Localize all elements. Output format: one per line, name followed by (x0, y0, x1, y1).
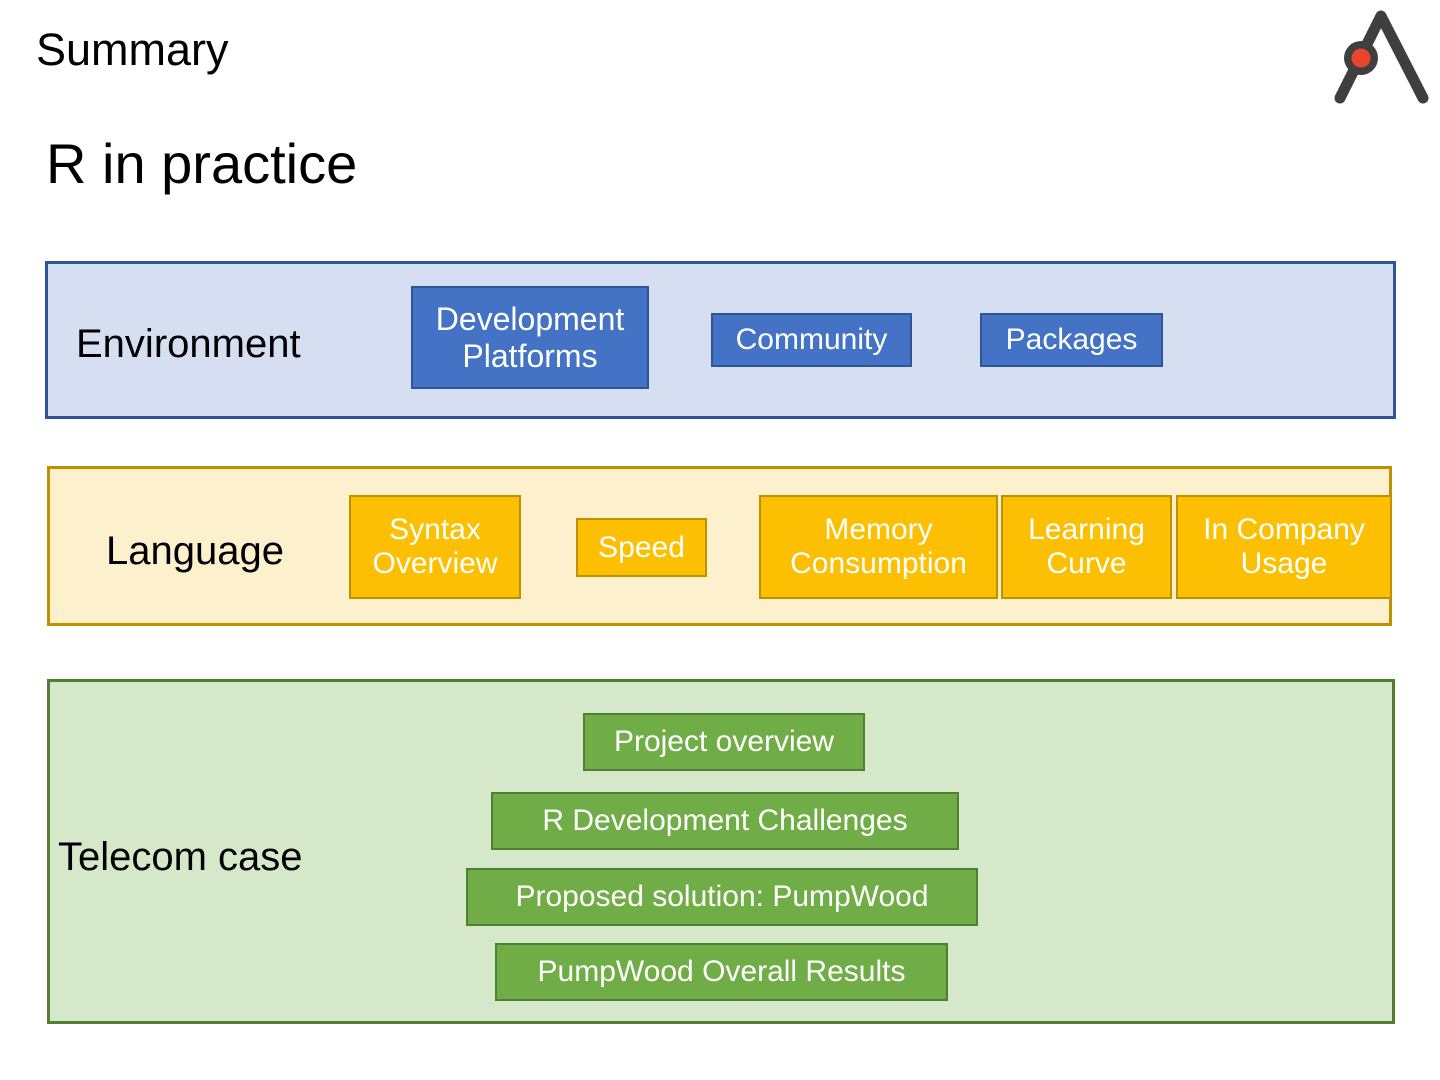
slide-header: Summary (0, 0, 1440, 120)
lambda-node-logo (1328, 6, 1432, 106)
chip-project-overview[interactable]: Project overview (583, 713, 865, 771)
section-telecom-case: Telecom case Project overview R Developm… (47, 679, 1395, 1024)
chip-pumpwood-overall-results[interactable]: PumpWood Overall Results (495, 943, 948, 1001)
page-title: R in practice (46, 132, 358, 195)
section-label-telecom-case: Telecom case (58, 835, 303, 879)
chip-learning-curve[interactable]: Learning Curve (1001, 495, 1172, 599)
chip-packages[interactable]: Packages (980, 313, 1163, 367)
section-label-language: Language (106, 529, 284, 573)
chip-speed[interactable]: Speed (576, 518, 707, 577)
chip-in-company-usage[interactable]: In Company Usage (1176, 495, 1392, 599)
chip-r-development-challenges[interactable]: R Development Challenges (491, 792, 959, 850)
chip-memory-consumption[interactable]: Memory Consumption (759, 495, 998, 599)
section-environment: Environment Development Platforms Commun… (45, 261, 1396, 419)
section-label-environment: Environment (76, 322, 301, 366)
slide-kicker: Summary (36, 24, 229, 75)
chip-community[interactable]: Community (711, 313, 912, 367)
section-language: Language Syntax Overview Speed Memory Co… (47, 466, 1392, 626)
chip-proposed-solution-pumpwood[interactable]: Proposed solution: PumpWood (466, 868, 978, 926)
chip-development-platforms[interactable]: Development Platforms (411, 286, 649, 389)
chip-syntax-overview[interactable]: Syntax Overview (349, 495, 521, 599)
